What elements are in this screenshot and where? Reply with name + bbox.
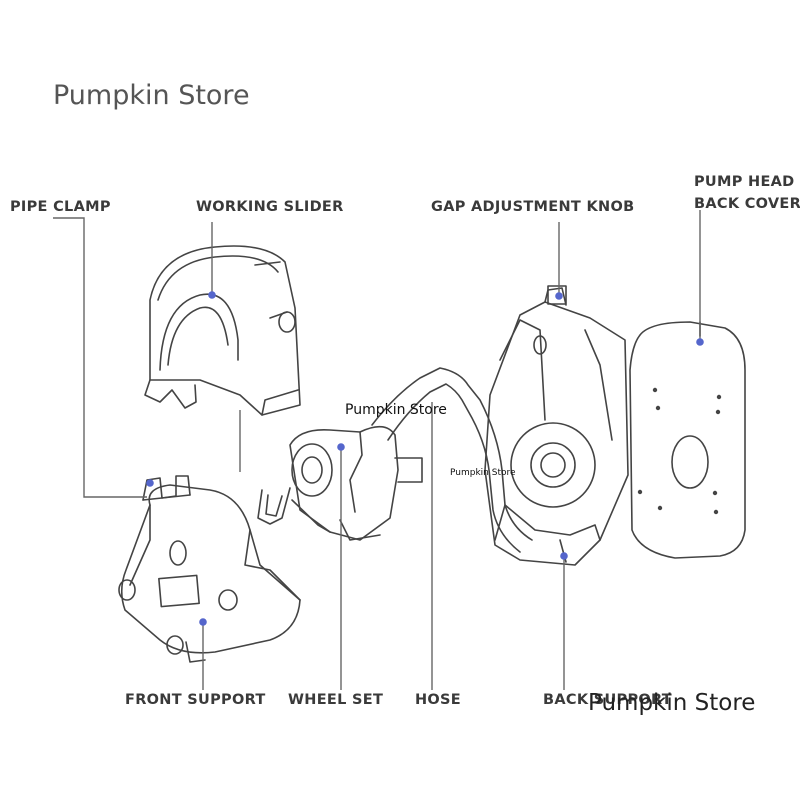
label-working-slider: WORKING SLIDER: [196, 199, 344, 215]
watermark-middle: Pumpkin Store: [345, 402, 447, 418]
wheel-set-part: [289, 425, 423, 541]
hose-clip-part: [257, 487, 291, 525]
working-slider-part: [144, 245, 301, 416]
back-cover-marker: [696, 338, 704, 346]
front-support-part: [118, 484, 301, 663]
label-back-support: BACK SUPPORT: [543, 692, 673, 708]
gap-knob-marker: [555, 292, 563, 300]
watermark-top: Pumpkin Store: [53, 80, 250, 111]
marker-dots: [146, 291, 704, 626]
label-hose: HOSE: [415, 692, 462, 708]
label-wheel-set: WHEEL SET: [288, 692, 384, 708]
pipe-clamp-marker: [146, 479, 154, 487]
wheel-set-marker: [337, 443, 345, 451]
back-cover-holes: [637, 387, 722, 515]
label-back-cover: BACK COVER: [694, 196, 800, 212]
leader-lines: [53, 210, 701, 690]
label-pump-head: PUMP HEAD: [694, 174, 795, 190]
watermark-small: Pumpkin Store: [450, 468, 516, 478]
watermark-bottom: Pumpkin Store: [588, 690, 756, 716]
label-front-support: FRONT SUPPORT: [125, 692, 266, 708]
label-pipe-clamp: PIPE CLAMP: [10, 199, 111, 215]
working-slider-marker: [208, 291, 216, 299]
label-gap-adjustment-knob: GAP ADJUSTMENT KNOB: [431, 199, 635, 215]
front-support-marker: [199, 618, 207, 626]
back-support-marker: [560, 552, 568, 560]
hose-part: [371, 367, 533, 553]
back-support-part: [484, 285, 629, 566]
back-cover-part: [629, 321, 746, 559]
